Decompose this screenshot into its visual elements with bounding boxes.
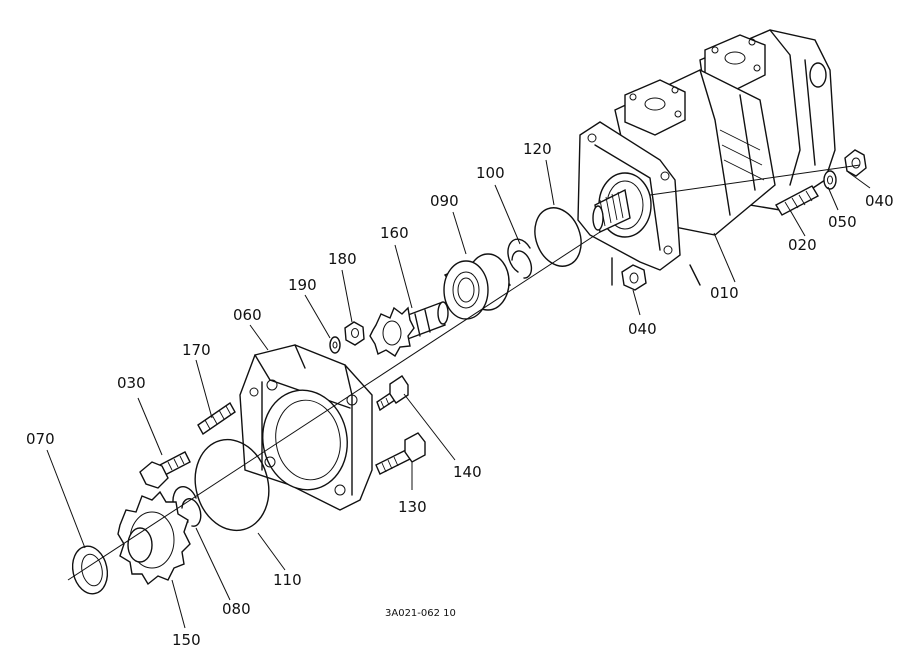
label-100: 100	[476, 164, 505, 182]
housing-060	[239, 344, 373, 511]
nut-040-front	[621, 264, 647, 291]
snap-ring-100	[507, 238, 533, 279]
label-110: 110	[273, 571, 302, 589]
label-070: 070	[26, 430, 55, 448]
assembly-axis-line	[67, 231, 601, 581]
label-150: 150	[172, 631, 201, 649]
seal-070	[71, 545, 109, 595]
gear-150	[117, 490, 191, 586]
label-120: 120	[523, 140, 552, 158]
nut-180	[344, 321, 365, 346]
label-160: 160	[380, 224, 409, 242]
stud-020	[775, 185, 819, 216]
washer-050	[823, 170, 837, 190]
label-010: 010	[710, 284, 739, 302]
label-030: 030	[117, 374, 146, 392]
label-050: 050	[828, 213, 857, 231]
plug-030	[139, 451, 191, 489]
o-ring-120	[534, 207, 582, 267]
bolt-140	[376, 375, 409, 412]
nut-040-rear	[844, 149, 867, 177]
label-090: 090	[430, 192, 459, 210]
rear-stud-axis-line	[649, 164, 861, 196]
label-130: 130	[398, 498, 427, 516]
bearing-090	[443, 253, 512, 320]
washer-190	[329, 336, 341, 354]
diagram-code: 3A021-062 10	[385, 608, 456, 619]
label-180: 180	[328, 250, 357, 268]
label-020: 020	[788, 236, 817, 254]
o-ring-110	[194, 438, 270, 532]
label-190: 190	[288, 276, 317, 294]
label-040-rear: 040	[865, 192, 894, 210]
stud-170	[197, 401, 236, 436]
pump-assembly	[577, 29, 836, 286]
gear-shaft-160	[369, 301, 449, 358]
label-080: 080	[222, 600, 251, 618]
label-040-front: 040	[628, 320, 657, 338]
leader-lines	[46, 159, 871, 629]
label-060: 060	[233, 306, 262, 324]
label-170: 170	[182, 341, 211, 359]
bolt-130	[375, 432, 426, 475]
label-140: 140	[453, 463, 482, 481]
